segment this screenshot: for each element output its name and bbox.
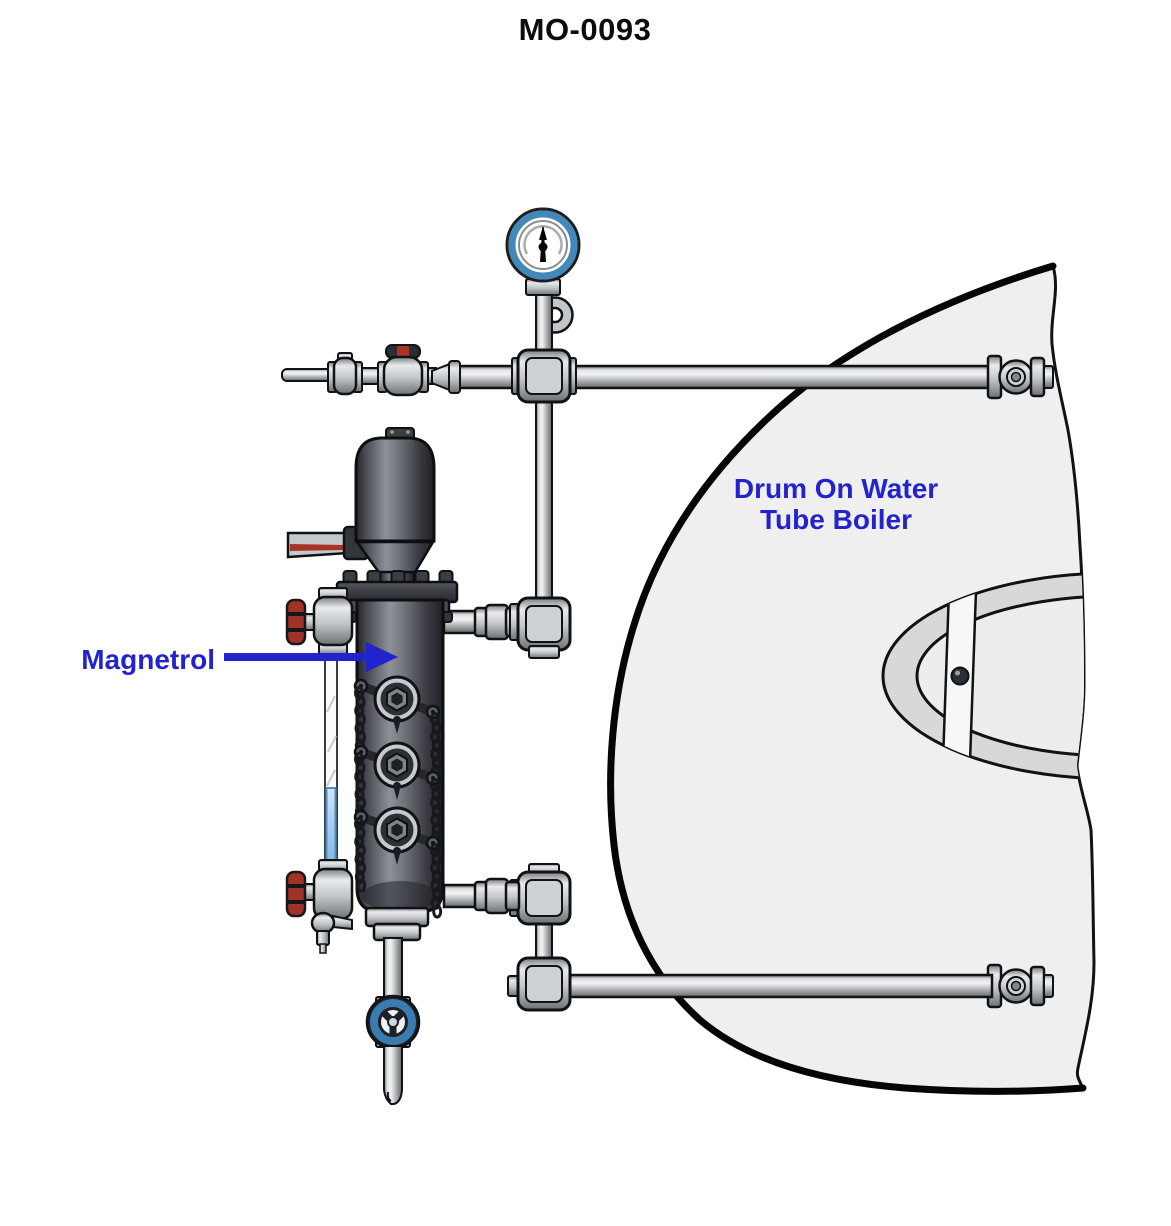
water-pipe xyxy=(566,973,994,999)
boiler-drum: Drum On Water Tube Boiler xyxy=(607,262,1096,1095)
check-fitting xyxy=(327,352,363,396)
gauge-glass-set xyxy=(285,587,354,954)
tee-fitting-upper xyxy=(509,596,572,659)
water-piping-bottom xyxy=(507,863,994,1012)
magnetrol-instrument xyxy=(285,427,459,1105)
chamber-drain xyxy=(364,906,430,1105)
drain-valve-wheel xyxy=(365,994,421,1050)
drum-label-line2: Tube Boiler xyxy=(760,504,912,535)
drum-label: Drum On Water Tube Boiler xyxy=(734,473,938,535)
manway-bolt xyxy=(950,666,970,686)
magnetrol-callout: Magnetrol xyxy=(81,642,398,675)
steam-shutoff-valve xyxy=(377,344,429,397)
drum-nozzle-top xyxy=(986,354,1055,400)
pressure-gauge xyxy=(505,207,581,296)
manway xyxy=(881,571,1094,781)
gauge-ring xyxy=(508,210,578,280)
upper-equalizer-pipe xyxy=(535,395,553,609)
drum-nozzle-bottom xyxy=(986,963,1055,1009)
valve-handle-red xyxy=(285,870,307,918)
switch-housing xyxy=(354,427,436,543)
steam-piping-top xyxy=(281,207,994,609)
valve-handle-red xyxy=(285,598,307,646)
elbow-fitting-lower xyxy=(507,956,572,1012)
vent-pipe-stub xyxy=(281,368,333,382)
pipe-reducer xyxy=(431,360,461,394)
gauge-valve-lower xyxy=(285,859,354,954)
union-coupling-lower xyxy=(473,877,521,915)
page-title: MO-0093 xyxy=(519,12,652,47)
gauge-valve-upper xyxy=(285,587,354,656)
conduit-stripe xyxy=(290,544,346,551)
drum-label-line1: Drum On Water xyxy=(734,473,938,504)
magnetrol-label: Magnetrol xyxy=(81,644,215,675)
valve-handle-center xyxy=(397,346,409,357)
drain-pipe-tip xyxy=(383,1045,403,1105)
magnetrol-arrow-head xyxy=(366,642,398,672)
cross-fitting-top xyxy=(511,348,577,404)
drum-shell-edge xyxy=(607,262,1087,1095)
